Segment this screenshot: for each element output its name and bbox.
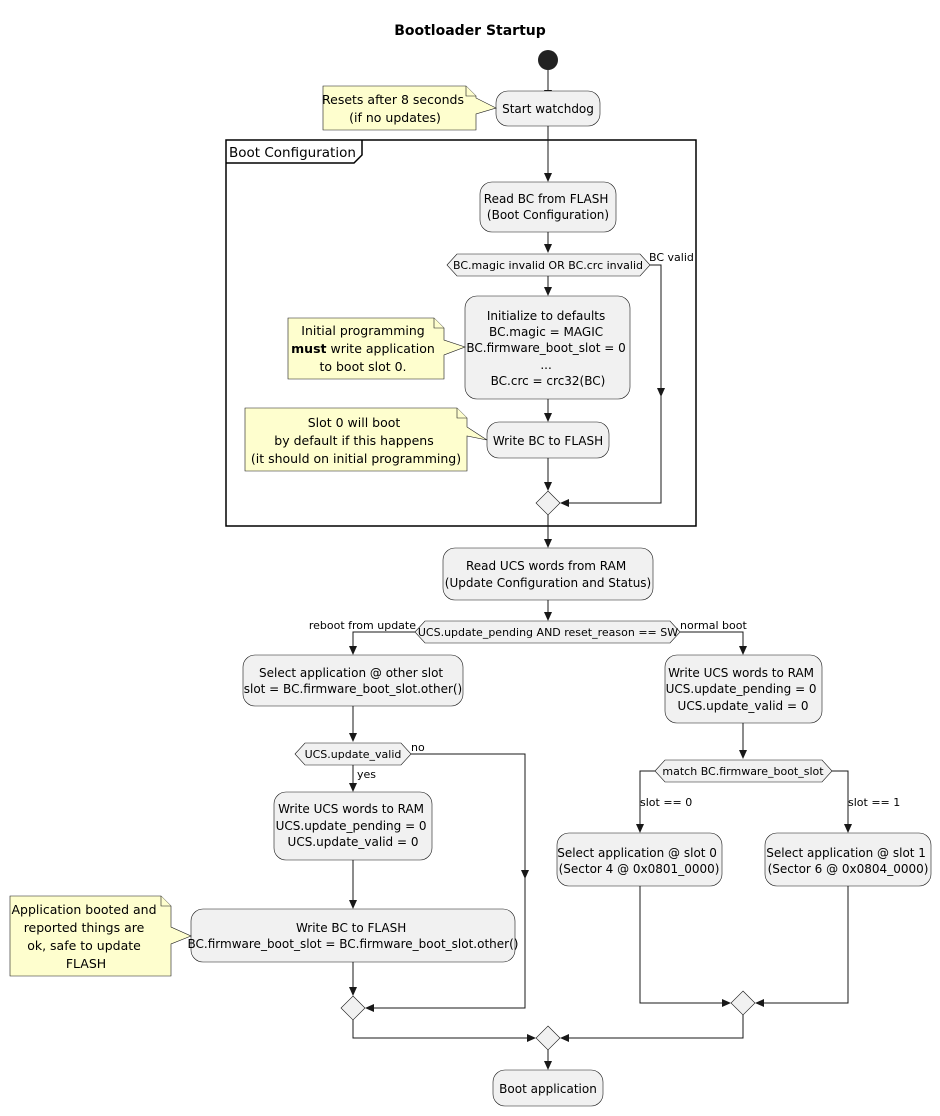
boot-configuration-frame: Boot Configuration: [225, 139, 697, 527]
edge-label-yes: yes: [357, 768, 376, 781]
svg-text:to boot slot 0.: to boot slot 0.: [319, 359, 406, 374]
svg-text:UCS.update_pending AND reset_r: UCS.update_pending AND reset_reason == S…: [418, 626, 678, 639]
merge-diamond-final: [535, 1025, 561, 1051]
edge-label-bc-valid: BC valid: [649, 251, 694, 264]
svg-text:Initial programming: Initial programming: [301, 323, 424, 338]
edge-label-slot-0: slot == 0: [640, 796, 692, 809]
svg-text:Initialize to defaults B: Initialize to defaults BC.magic = MAGIC …: [466, 309, 629, 388]
svg-text:Write UCS words to RAM U: Write UCS words to RAM UCS.update_pendin…: [666, 666, 821, 713]
svg-text:Read UCS words from RAM: Read UCS words from RAM (Update Configur…: [445, 559, 651, 590]
svg-text:Start watchdog: Start watchdog: [502, 102, 594, 116]
frame-label: Boot Configuration: [229, 145, 356, 161]
svg-text:BC.magic invalid OR BC.crc inv: BC.magic invalid OR BC.crc invalid: [453, 259, 643, 272]
activity-write-bc-init: Write BC to FLASH: [486, 421, 610, 459]
svg-text:UCS.update_valid: UCS.update_valid: [305, 748, 402, 761]
decision-bc-check: BC.magic invalid OR BC.crc invalid: [446, 253, 651, 277]
svg-text:Select application @ other slo: Select application @ other slot slot = B…: [244, 666, 463, 696]
svg-text:Write UCS words to RAM U: Write UCS words to RAM UCS.update_pendin…: [276, 802, 431, 849]
svg-text:Write BC to FLASH: Write BC to FLASH: [493, 434, 603, 448]
note-app-booted: Application booted and reported things a…: [9, 895, 192, 977]
activity-read-ucs: Read UCS words from RAM (Update Configur…: [442, 547, 654, 601]
svg-text:Select application @ slot 1: Select application @ slot 1 (Sector 6 @ …: [766, 846, 930, 876]
svg-text:Slot 0 will boot by defa: Slot 0 will boot by default if this happ…: [251, 415, 461, 466]
svg-text:match BC.firmware_boot_slot: match BC.firmware_boot_slot: [662, 765, 824, 778]
activity-start-watchdog: Start watchdog: [495, 90, 601, 127]
activity-write-ucs-right: Write UCS words to RAM UCS.update_pendin…: [664, 654, 823, 724]
svg-text:Read BC from FLASH (Boot: Read BC from FLASH (Boot Configuration): [484, 192, 612, 222]
activity-select-slot-1: Select application @ slot 1 (Sector 6 @ …: [764, 832, 932, 887]
diagram-title: Bootloader Startup: [394, 23, 546, 39]
svg-text:Write BC to FLASH BC.fir: Write BC to FLASH BC.firmware_boot_slot …: [188, 921, 519, 951]
decision-update-valid: UCS.update_valid: [294, 742, 412, 766]
activity-select-other-slot: Select application @ other slot slot = B…: [242, 654, 464, 707]
decision-ucs-check: UCS.update_pending AND reset_reason == S…: [414, 620, 681, 644]
activity-boot-application: Boot application: [492, 1069, 604, 1107]
activity-read-bc: Read BC from FLASH (Boot Configuration): [479, 181, 617, 233]
svg-text:Resets after 8 seconds (: Resets after 8 seconds (if no updates): [322, 92, 468, 125]
edge-label-slot-1: slot == 1: [848, 796, 900, 809]
svg-text:Boot application: Boot application: [499, 1082, 597, 1096]
note-initial-programming: Initial programming must write applicati…: [287, 317, 466, 380]
merge-diamond-bc: [535, 490, 561, 516]
activity-init-defaults: Initialize to defaults BC.magic = MAGIC …: [464, 295, 631, 400]
merge-diamond-update: [340, 995, 366, 1021]
activity-write-ucs-left: Write UCS words to RAM UCS.update_pendin…: [273, 791, 433, 861]
edge-label-reboot-from-update: reboot from update: [309, 619, 416, 632]
svg-text:must write application: must write application: [291, 341, 435, 356]
activity-write-bc-other-slot: Write BC to FLASH BC.firmware_boot_slot …: [188, 908, 519, 963]
edge-label-normal-boot: normal boot: [680, 619, 747, 632]
decision-match-slot: match BC.firmware_boot_slot: [654, 759, 833, 783]
note-slot0-default: Slot 0 will boot by default if this happ…: [244, 407, 488, 472]
svg-text:Application booted and r: Application booted and reported things a…: [11, 902, 160, 971]
activity-select-slot-0: Select application @ slot 0 (Sector 4 @ …: [556, 832, 723, 887]
edge-label-no: no: [411, 741, 425, 754]
note-watchdog: Resets after 8 seconds (if no updates): [322, 85, 497, 131]
start-node: [538, 50, 558, 70]
merge-diamond-slot: [730, 990, 756, 1016]
svg-text:Select application @ slot 0: Select application @ slot 0 (Sector 4 @ …: [557, 846, 721, 876]
